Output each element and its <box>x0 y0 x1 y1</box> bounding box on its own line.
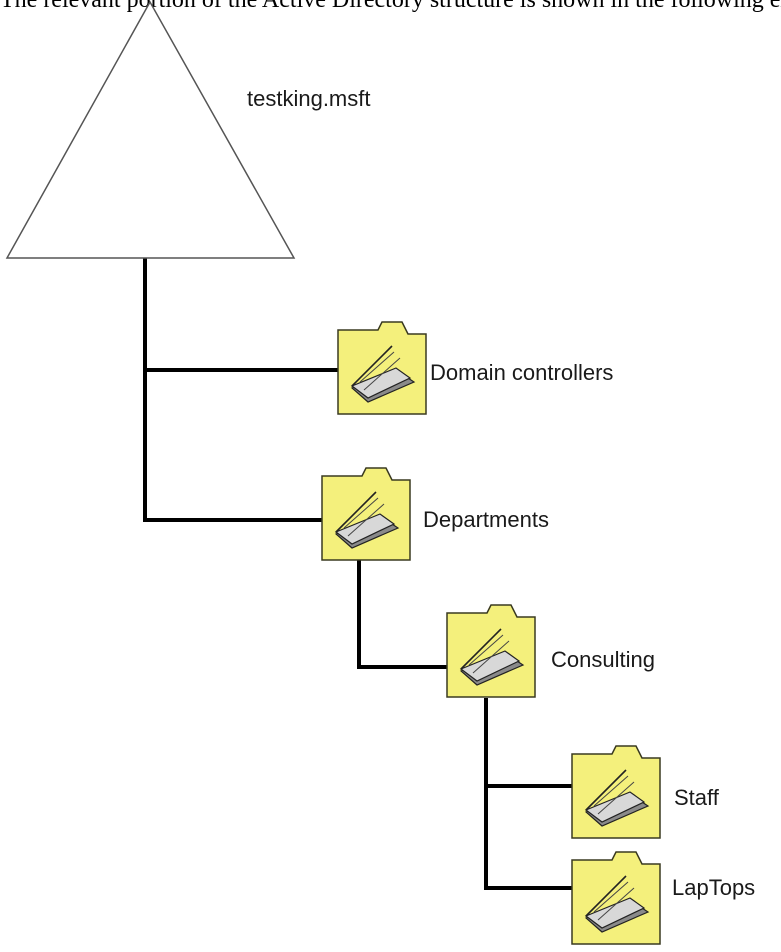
ou-node-laptops: LapTops <box>571 851 755 945</box>
domain-node: testking.msft <box>5 0 370 259</box>
tree-connectors <box>143 258 578 890</box>
ou-label-staff: Staff <box>674 785 720 810</box>
domain-label: testking.msft <box>247 86 370 111</box>
ou-label-domain-controllers: Domain controllers <box>430 360 613 385</box>
folder-icon <box>446 604 536 698</box>
ou-node-consulting: Consulting <box>446 604 655 698</box>
folder-icon <box>571 851 661 945</box>
ou-label-laptops: LapTops <box>672 875 755 900</box>
ou-label-consulting: Consulting <box>551 647 655 672</box>
ou-label-departments: Departments <box>423 507 549 532</box>
folder-icon <box>571 745 661 839</box>
ou-node-domain-controllers: Domain controllers <box>337 321 613 415</box>
triangle-icon <box>5 0 296 259</box>
folder-icon <box>337 321 427 415</box>
ou-node-departments: Departments <box>321 467 549 561</box>
exhibit-caption: The relevant portion of the Active Direc… <box>0 0 781 13</box>
ou-node-staff: Staff <box>571 745 720 839</box>
folder-icon <box>321 467 411 561</box>
